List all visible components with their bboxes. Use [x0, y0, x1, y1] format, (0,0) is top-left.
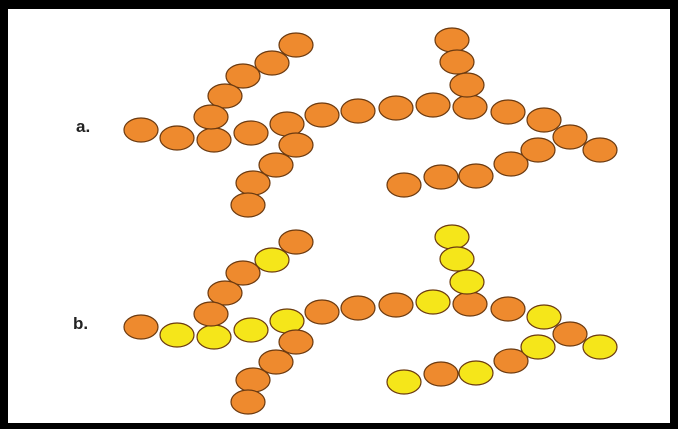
monomer-bead-a-27 — [386, 172, 422, 198]
monomer-bead-b-24 — [258, 349, 294, 375]
monomer-bead-a-26 — [230, 192, 266, 218]
monomer-bead-b-18 — [207, 280, 243, 306]
monomer-bead-a-11 — [490, 99, 526, 125]
monomer-bead-a-21 — [439, 49, 475, 75]
monomer-bead-b-25 — [235, 367, 271, 393]
monomer-bead-a-20 — [434, 27, 470, 53]
monomer-bead-a-9 — [415, 92, 451, 118]
monomer-bead-b-15 — [278, 229, 314, 255]
monomer-bead-a-13 — [552, 124, 588, 150]
panel-b-label: b. — [73, 314, 89, 333]
monomer-bead-b-13 — [552, 321, 588, 347]
monomer-bead-a-23 — [278, 132, 314, 158]
monomer-bead-b-8 — [378, 292, 414, 318]
monomer-bead-b-23 — [278, 329, 314, 355]
monomer-bead-b-29 — [458, 360, 494, 386]
monomer-bead-b-20 — [434, 224, 470, 250]
monomer-bead-a-1 — [123, 117, 159, 143]
monomer-bead-b-5 — [269, 308, 305, 334]
monomer-bead-a-15 — [278, 32, 314, 58]
monomer-bead-b-6 — [304, 299, 340, 325]
monomer-bead-a-19 — [193, 104, 229, 130]
monomer-bead-b-1 — [123, 314, 159, 340]
monomer-bead-a-8 — [378, 95, 414, 121]
monomer-bead-a-22 — [449, 72, 485, 98]
monomer-bead-b-22 — [449, 269, 485, 295]
monomer-bead-a-25 — [235, 170, 271, 196]
monomer-bead-a-7 — [340, 98, 376, 124]
monomer-bead-a-30 — [493, 151, 529, 177]
monomer-bead-b-9 — [415, 289, 451, 315]
monomer-bead-a-18 — [207, 83, 243, 109]
monomer-bead-b-21 — [439, 246, 475, 272]
monomer-bead-b-4 — [233, 317, 269, 343]
monomer-bead-a-12 — [526, 107, 562, 133]
monomer-bead-b-28 — [423, 361, 459, 387]
monomer-bead-b-16 — [254, 247, 290, 273]
panel-a-label: a. — [76, 117, 91, 136]
monomer-bead-a-5 — [269, 111, 305, 137]
monomer-bead-a-17 — [225, 63, 261, 89]
monomer-bead-a-4 — [233, 120, 269, 146]
monomer-bead-a-3 — [196, 127, 232, 153]
monomer-bead-a-28 — [423, 164, 459, 190]
monomer-bead-b-2 — [159, 322, 195, 348]
monomer-bead-b-14 — [582, 334, 618, 360]
panel-a-polymer-chain — [123, 27, 618, 218]
monomer-bead-b-19 — [193, 301, 229, 327]
monomer-bead-a-6 — [304, 102, 340, 128]
monomer-bead-b-26 — [230, 389, 266, 415]
monomer-bead-b-17 — [225, 260, 261, 286]
monomer-bead-a-2 — [159, 125, 195, 151]
monomer-bead-a-10 — [452, 94, 488, 120]
monomer-bead-b-11 — [490, 296, 526, 322]
monomer-bead-b-27 — [386, 369, 422, 395]
monomer-bead-b-7 — [340, 295, 376, 321]
monomer-bead-b-30 — [493, 348, 529, 374]
monomer-bead-b-12 — [526, 304, 562, 330]
monomer-bead-a-31 — [520, 137, 556, 163]
monomer-bead-b-31 — [520, 334, 556, 360]
monomer-bead-a-16 — [254, 50, 290, 76]
monomer-bead-b-10 — [452, 291, 488, 317]
monomer-bead-a-14 — [582, 137, 618, 163]
panel-b-copolymer-chain — [123, 224, 618, 415]
monomer-bead-b-3 — [196, 324, 232, 350]
monomer-bead-a-29 — [458, 163, 494, 189]
monomer-bead-a-24 — [258, 152, 294, 178]
